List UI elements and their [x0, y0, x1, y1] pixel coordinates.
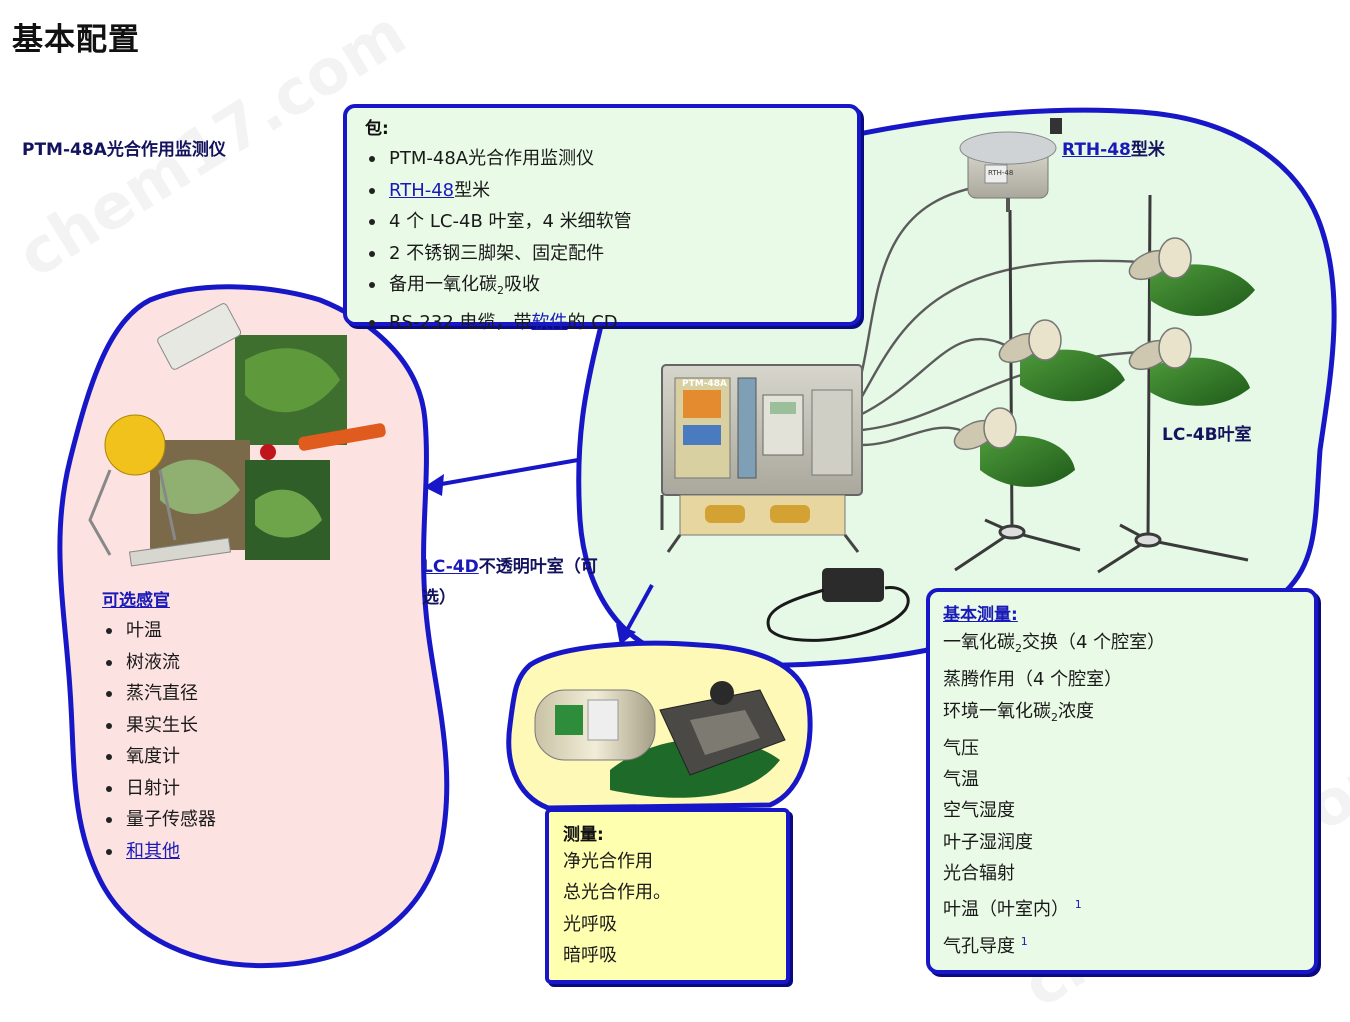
- footnote-marker[interactable]: 1: [1074, 898, 1082, 912]
- sensor-item: 和其他: [102, 836, 216, 868]
- measurement-heading: 测量:: [563, 825, 604, 845]
- measurement-item: 光呼吸: [563, 913, 617, 935]
- sensor-item: 叶温: [102, 615, 216, 647]
- basic-measurement-item: 蒸腾作用（4 个腔室）: [943, 669, 1123, 691]
- measurement-list: 净光合作用 总光合作用。 光呼吸 暗呼吸: [563, 846, 786, 971]
- package-item: 2 不锈钢三脚架、固定配件: [365, 238, 857, 270]
- sensor-item: 果实生长: [102, 710, 216, 742]
- sensor-cables: [858, 183, 1141, 447]
- measurement-box: 测量: 净光合作用 总光合作用。 光呼吸 暗呼吸: [545, 808, 790, 984]
- basic-measurement-item: 环境一氧化碳2浓度: [943, 700, 1094, 724]
- package-heading: 包:: [365, 119, 389, 139]
- rth-cap-text: RTH-48: [988, 169, 1014, 177]
- package-box: 包: PTM-48A光合作用监测仪 RTH-48型米 4 个 LC-4B 叶室，…: [343, 104, 861, 333]
- optional-sensors-link[interactable]: 可选感官: [102, 591, 170, 611]
- chamber-label: LC-4B叶室: [1162, 425, 1252, 445]
- sensors-section: 可选感官 叶温 树液流 蒸汽直径 果实生长 氧度计 日射计 量子传感器 和其他: [102, 586, 216, 867]
- rth48-link[interactable]: RTH-48: [389, 179, 455, 201]
- sensor-item: 氧度计: [102, 741, 216, 773]
- rth48-meter-illustration: [959, 118, 1062, 212]
- basic-measurement-item: 一氧化碳2交换（4 个腔室）: [943, 632, 1166, 655]
- opaque-chamber-label: LC-4D不透明叶室（可选）: [422, 557, 598, 608]
- leaf-chamber-group: [953, 237, 1255, 487]
- basic-measurement-item: 气压: [943, 737, 979, 759]
- footnote-marker[interactable]: 1: [1020, 934, 1028, 948]
- basic-measurement-list: 一氧化碳2交换（4 个腔室） 蒸腾作用（4 个腔室） 环境一氧化碳2浓度 气压 …: [943, 627, 1314, 962]
- basic-measurement-item: 叶子湿润度: [943, 831, 1033, 853]
- rth48-label: RTH-48型米: [1062, 140, 1165, 160]
- page-title: 基本配置: [12, 22, 140, 58]
- measurement-item: 暗呼吸: [563, 944, 617, 966]
- more-sensors-link[interactable]: 和其他: [126, 840, 180, 862]
- basic-measurement-item: 光合辐射: [943, 863, 1015, 885]
- basic-measurement-box: 基本测量: 一氧化碳2交换（4 个腔室） 蒸腾作用（4 个腔室） 环境一氧化碳2…: [926, 588, 1318, 974]
- basic-measurement-item: 空气湿度: [943, 800, 1015, 822]
- sensor-item: 日射计: [102, 773, 216, 805]
- lc4d-opaque-chamber-illustration: [534, 681, 786, 798]
- lc4d-link[interactable]: LC-4D: [422, 557, 479, 577]
- package-list: PTM-48A光合作用监测仪 RTH-48型米 4 个 LC-4B 叶室，4 米…: [365, 143, 857, 338]
- arrow-to-sensors: [424, 458, 579, 496]
- basic-measurement-item: 气温: [943, 769, 979, 791]
- package-item: RTH-48型米: [365, 175, 857, 207]
- ptm48a-monitor-illustration: [660, 364, 910, 642]
- basic-measurement-item: 气孔导度 1: [943, 934, 1028, 957]
- diagram-artwork: [57, 107, 1337, 969]
- basic-measurement-item: 叶温（叶室内） 1: [943, 898, 1082, 921]
- sensors-photo-collage: [88, 303, 386, 567]
- arrow-to-opaque-chamber: [616, 584, 654, 645]
- sensor-item: 蒸汽直径: [102, 678, 216, 710]
- measurement-item: 总光合作用。: [563, 882, 671, 904]
- main-unit-label: PTM-48A光合作用监测仪: [22, 140, 226, 160]
- rth48-label-link[interactable]: RTH-48: [1062, 140, 1131, 160]
- sensor-item: 树液流: [102, 647, 216, 679]
- panel-brand-text: PTM-48A: [682, 379, 727, 389]
- package-item: PTM-48A光合作用监测仪: [365, 143, 857, 175]
- basic-measurement-link[interactable]: 基本测量:: [943, 605, 1018, 625]
- package-item: 4 个 LC-4B 叶室，4 米细软管: [365, 206, 857, 238]
- sensors-list: 叶温 树液流 蒸汽直径 果实生长 氧度计 日射计 量子传感器 和其他: [102, 615, 216, 867]
- package-item: 备用一氧化碳2吸收: [365, 269, 857, 307]
- sensor-item: 量子传感器: [102, 804, 216, 836]
- software-link[interactable]: 软件: [531, 311, 568, 333]
- package-item: RS-232 电缆，带软件的 CD: [365, 307, 857, 339]
- measurement-item: 净光合作用: [563, 851, 653, 872]
